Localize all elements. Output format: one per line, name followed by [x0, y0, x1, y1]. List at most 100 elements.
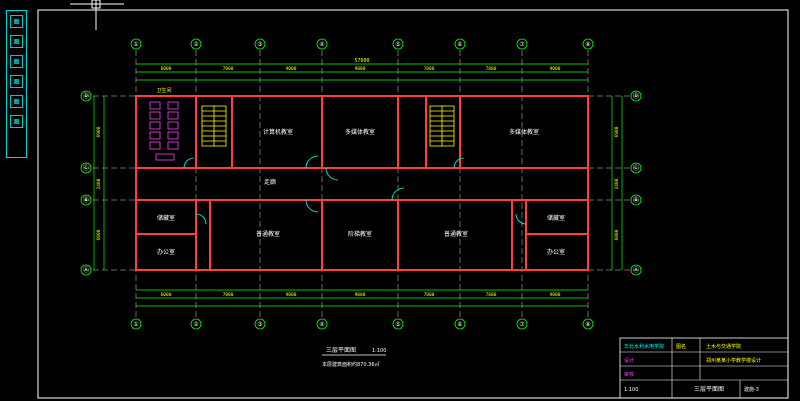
- tool-palette: [6, 10, 27, 158]
- axis-bubble-label: ⑦: [519, 321, 525, 328]
- toilet-fixtures: [149, 101, 179, 161]
- axis-bubble-label: Ⓐ: [633, 266, 639, 274]
- side-dimension-label: 6000: [96, 229, 102, 240]
- bay-dimension-label: 7800: [486, 292, 497, 298]
- room-r2-label: 多媒体教室: [345, 128, 375, 136]
- palette-tool-icon[interactable]: [10, 35, 23, 48]
- palette-tool-icon[interactable]: [10, 15, 23, 28]
- axis-bubble: [392, 318, 404, 330]
- room-r4-label: 储藏室: [157, 214, 175, 222]
- axis-bubble: [80, 264, 92, 276]
- axis-bubble: [80, 194, 92, 206]
- tb-designer: 设计: [624, 357, 634, 364]
- axis-bubble: [130, 318, 142, 330]
- axis-bubble: [254, 38, 266, 50]
- room-labels: 卫生间 计算机教室 多媒体教室 多媒体教室 走廊 储藏室 办公室 普通教室 阶梯…: [156, 87, 565, 256]
- axis-bubble: [516, 318, 528, 330]
- palette-tool-icon[interactable]: [10, 95, 23, 108]
- bay-dimension-label: 9000: [286, 66, 297, 72]
- bay-dimension-label: 6000: [161, 66, 172, 72]
- axis-bubble: [454, 38, 466, 50]
- bay-dimension-label: 9000: [355, 66, 366, 72]
- axis-bubble-label: ⑤: [395, 41, 400, 48]
- axis-bubble: [582, 318, 594, 330]
- axis-bubble-label: ⑧: [585, 41, 590, 48]
- room-r9-label: 储藏室: [547, 214, 565, 222]
- axis-bubble-label: ②: [193, 41, 199, 48]
- bay-dimension-label: 7800: [424, 66, 435, 72]
- axis-bubble-label: Ⓑ: [83, 196, 89, 204]
- axis-bubble-label: ⑦: [519, 41, 525, 48]
- axis-bubble-label: ①: [133, 321, 138, 328]
- bay-dimension-label: 9000: [286, 292, 297, 298]
- axis-bubble: [582, 38, 594, 50]
- side-dimension-label: 6900: [96, 126, 102, 137]
- axis-bubble-label: Ⓓ: [83, 92, 89, 100]
- axis-bubble-label: ⑥: [457, 321, 462, 328]
- stair-left: [201, 105, 227, 147]
- drawing-title: 三层平面图 1:100 本层建筑面积约870.36㎡: [322, 347, 386, 368]
- side-dimension-label: 6900: [614, 126, 620, 137]
- axis-bubble-label: ③: [257, 321, 262, 328]
- title-block: 华北水利水电学院 图名 土木与交通学院 设计 郑州某某小学教学楼设计 审核 三层…: [619, 337, 789, 399]
- axis-bubble-label: Ⓐ: [83, 266, 89, 274]
- room-r3-label: 多媒体教室: [509, 128, 539, 136]
- tb-sheet-name: 三层平面图: [694, 386, 724, 393]
- room-r8-label: 普通教室: [444, 230, 468, 238]
- bay-dimension-label: 6000: [161, 292, 172, 298]
- axis-bubble: [316, 38, 328, 50]
- overall-length-dim: 57600: [354, 58, 369, 64]
- axis-bubble: [80, 90, 92, 102]
- room-r10-label: 办公室: [547, 248, 565, 256]
- bay-dimension-label: 7800: [223, 66, 234, 72]
- axis-bubble: [190, 38, 202, 50]
- axis-bubble: [630, 264, 642, 276]
- side-dimension-label: 2400: [96, 178, 102, 189]
- palette-tool-icon[interactable]: [10, 115, 23, 128]
- axis-bubble-label: ③: [257, 41, 262, 48]
- tb-sheet-no: 建施-3: [744, 386, 759, 393]
- room-r5-label: 办公室: [157, 248, 175, 256]
- dimension-lines: [93, 63, 623, 307]
- axis-bubble-label: Ⓑ: [633, 196, 639, 204]
- palette-tool-icon[interactable]: [10, 55, 23, 68]
- tb-school: 华北水利水电学院: [624, 343, 664, 350]
- axis-bubble-label: ⑧: [585, 321, 590, 328]
- bay-dimension-label: 9000: [550, 292, 561, 298]
- tb-scale: 1:100: [624, 387, 638, 393]
- door-swings: [183, 155, 527, 225]
- axis-bubble-label: Ⓒ: [83, 164, 89, 172]
- axis-bubble-label: Ⓓ: [633, 92, 639, 100]
- axis-bubble-label: ④: [319, 41, 324, 48]
- palette-tool-icon[interactable]: [10, 75, 23, 88]
- axis-bubble: [190, 318, 202, 330]
- bay-dimension-labels: 6000600078007800900090009000900078007800…: [96, 66, 620, 298]
- axis-bubble: [454, 318, 466, 330]
- bay-dimension-label: 9000: [550, 66, 561, 72]
- axis-bubble-label: ⑥: [457, 41, 462, 48]
- tb-checker: 审核: [624, 371, 634, 378]
- axis-bubble: [630, 194, 642, 206]
- side-dimension-label: 2400: [614, 178, 620, 189]
- axis-bubble: [80, 162, 92, 174]
- walls: [135, 95, 589, 271]
- axis-bubble: [392, 38, 404, 50]
- drawing-scale-text: 1:100: [372, 348, 386, 354]
- stair-right: [429, 105, 455, 147]
- axis-bubble: [316, 318, 328, 330]
- tb-sheet-label: 图名: [676, 343, 686, 350]
- room-toilet-label: 卫生间: [156, 87, 171, 94]
- axis-bubble: [130, 38, 142, 50]
- axis-bubble: [630, 162, 642, 174]
- axis-bubble-label: ⑤: [395, 321, 400, 328]
- room-corridor-label: 走廊: [264, 178, 276, 186]
- axis-bubble: [516, 38, 528, 50]
- axis-bubble-label: Ⓒ: [633, 164, 639, 172]
- axis-bubble-label: ②: [193, 321, 199, 328]
- tb-project: 郑州某某小学教学楼设计: [706, 357, 761, 364]
- axis-bubble-label: ①: [133, 41, 138, 48]
- axis-bubble: [630, 90, 642, 102]
- crosshair-cursor: [70, 0, 124, 30]
- room-r7-label: 阶梯教室: [348, 230, 372, 238]
